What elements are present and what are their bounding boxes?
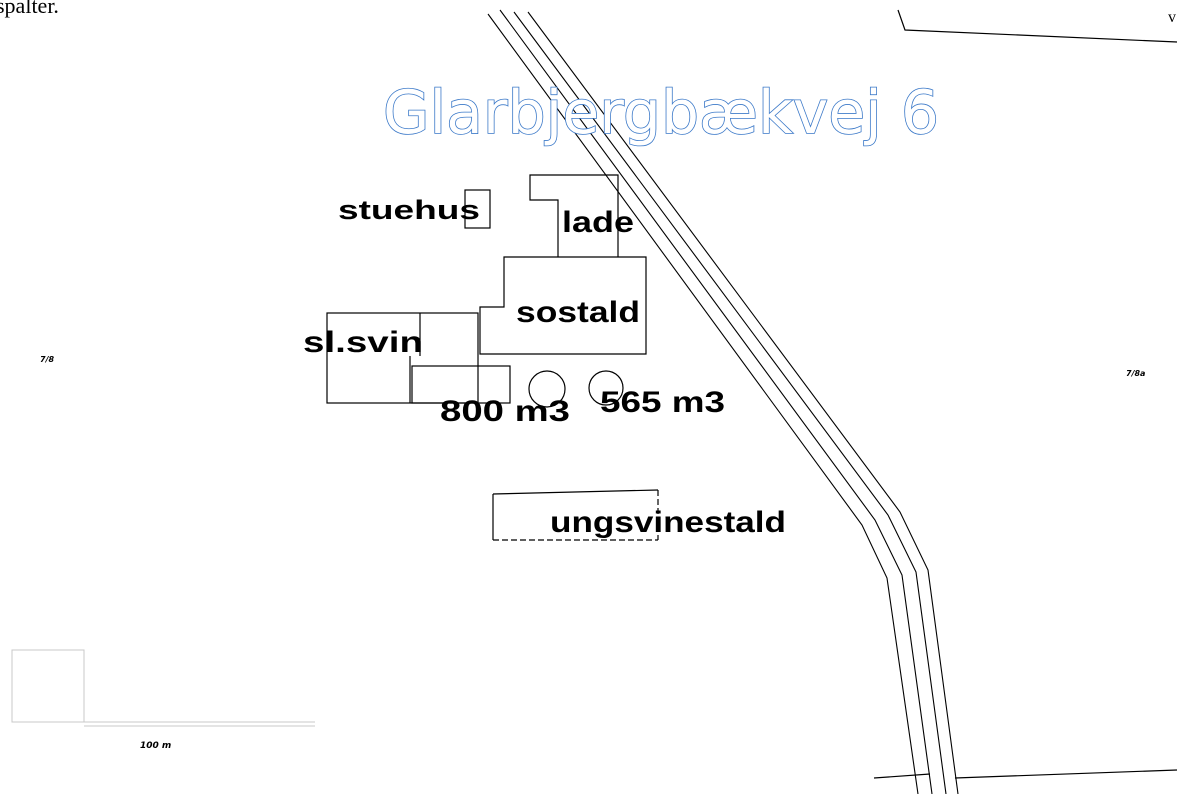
- scale-bar-label: 100 m: [140, 741, 171, 751]
- property-boundary-bottom-right: [954, 769, 1177, 779]
- stuehus-building: [464, 189, 491, 229]
- sl-svin-building: [326, 312, 479, 404]
- cadastre-label-left: 7/8: [40, 355, 54, 364]
- property-boundary-bottom: [873, 773, 931, 779]
- top-left-text-fragment: spalter.: [0, 0, 59, 18]
- tank-800-label: 800 m3: [440, 395, 570, 428]
- address-title: Glarbjergbækvej 6: [383, 78, 939, 148]
- sl-svin-label: sl.svin: [303, 326, 423, 359]
- road: [487, 9, 959, 794]
- tank-565-circle: [588, 370, 624, 406]
- ungsvinestald-building: [492, 489, 659, 541]
- lade-label: lade: [562, 206, 634, 239]
- sostald-label: sostald: [516, 296, 640, 329]
- tank-565-label: 565 m3: [600, 386, 725, 419]
- sostald-building: [479, 256, 647, 355]
- ungsvinestald-label: ungsvinestald: [550, 506, 786, 539]
- property-boundary-top: [897, 9, 1177, 43]
- stuehus-label: stuehus: [338, 195, 480, 225]
- scale-bar: [11, 649, 315, 727]
- tank-800-building: [411, 365, 511, 404]
- lade-building: [529, 174, 619, 257]
- top-right-text-fragment: v: [1168, 9, 1176, 26]
- cadastre-label-right: 7/8a: [1126, 369, 1145, 378]
- tank-800-circle: [528, 370, 566, 408]
